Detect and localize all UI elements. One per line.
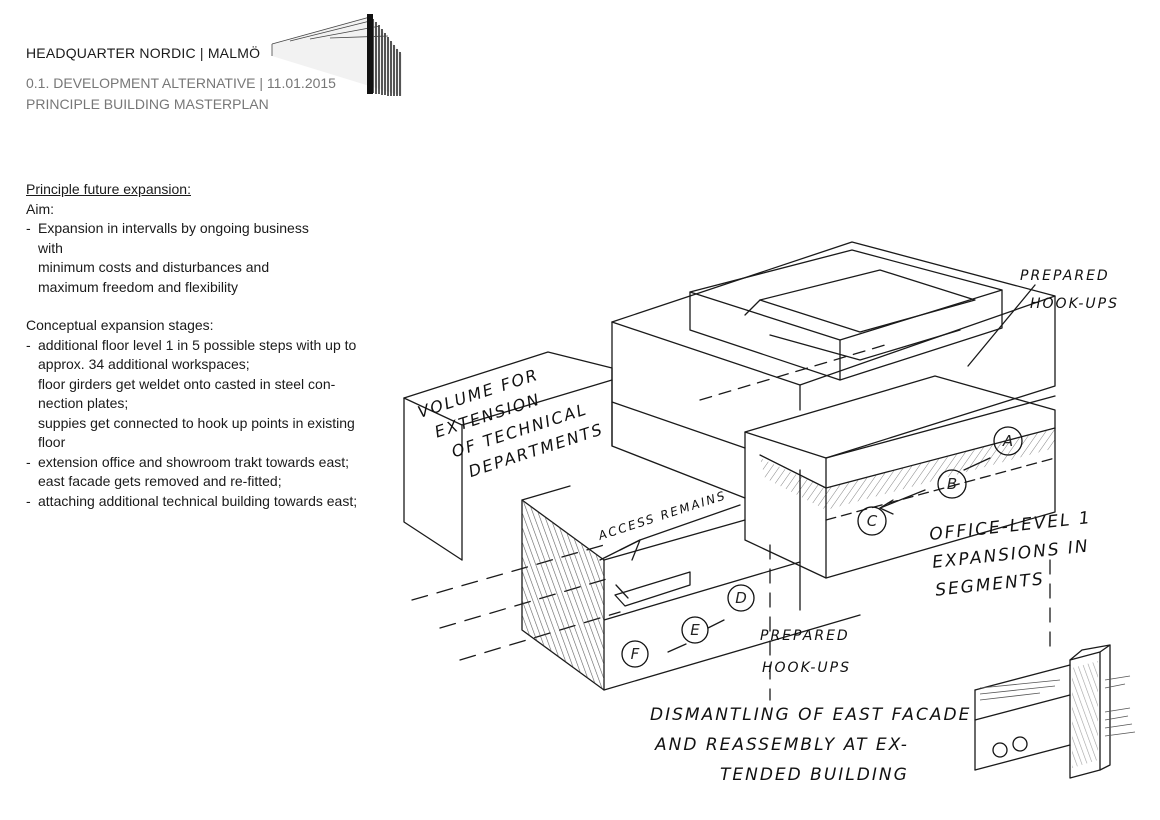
notes-heading: Principle future expansion: bbox=[26, 181, 191, 197]
stage-line: additional floor level 1 in 5 possible s… bbox=[26, 336, 406, 356]
segment-label: E bbox=[690, 621, 700, 639]
page-subtitle: 0.1. DEVELOPMENT ALTERNATIVE | 11.01.201… bbox=[26, 75, 336, 91]
stage-line: east facade gets removed and re-fitted; bbox=[38, 473, 282, 489]
dismantling-label: DISMANTLING OF EAST FACADE bbox=[650, 705, 971, 725]
page-subtitle-2: PRINCIPLE BUILDING MASTERPLAN bbox=[26, 96, 269, 112]
expansion-notes: Principle future expansion: Aim: Expansi… bbox=[26, 180, 406, 511]
stage-line: attaching additional technical building … bbox=[26, 492, 406, 512]
dismantling-label: TENDED BUILDING bbox=[720, 765, 909, 785]
segment-marker-f bbox=[621, 640, 649, 668]
office-label: SEGMENTS bbox=[934, 569, 1046, 600]
aim-line: Expansion in intervalls by ongoing busin… bbox=[26, 219, 406, 239]
segment-marker-e bbox=[681, 616, 709, 644]
stage-line: nection plates; bbox=[38, 395, 129, 411]
segment-marker-b bbox=[937, 469, 967, 499]
stages-label: Conceptual expansion stages: bbox=[26, 317, 214, 333]
segment-label: D bbox=[735, 589, 747, 607]
aim-label: Aim: bbox=[26, 200, 54, 217]
hookups-bottom-label: HOOK-UPS bbox=[762, 660, 851, 676]
header: HEADQUARTER NORDIC | MALMÖ 0.1. DEVELOPM… bbox=[26, 44, 336, 113]
aim-line: minimum costs and disturbances and bbox=[38, 259, 270, 275]
aim-line: with bbox=[38, 239, 63, 256]
stage-line: extension office and showroom trakt towa… bbox=[26, 453, 406, 473]
technical-volume-outline bbox=[403, 351, 613, 447]
stage-line: approx. 34 additional workspaces; bbox=[38, 356, 250, 372]
segment-marker-d bbox=[727, 584, 755, 612]
segment-label: B bbox=[947, 475, 957, 493]
segment-label: F bbox=[631, 645, 640, 663]
stage-line: suppies get connected to hook up points … bbox=[38, 414, 355, 431]
office-expansion-block bbox=[744, 375, 1056, 579]
segment-marker-a bbox=[993, 426, 1023, 456]
segment-label: C bbox=[867, 512, 878, 530]
hookups-top-label: HOOK-UPS bbox=[1030, 296, 1119, 312]
roof-structure-outline bbox=[689, 249, 1003, 341]
dismantling-label: AND REASSEMBLY AT EX- bbox=[654, 735, 909, 755]
logo-graphic bbox=[271, 14, 402, 96]
segment-marker-c bbox=[857, 506, 887, 536]
aim-line: maximum freedom and flexibility bbox=[38, 278, 238, 295]
hookups-bottom-label: PREPARED bbox=[760, 628, 850, 644]
segment-label: A bbox=[1002, 432, 1013, 450]
stage-line: floor girders get weldet onto casted in … bbox=[38, 375, 336, 392]
hookups-top-label: PREPARED bbox=[1020, 268, 1110, 284]
stage-line: floor bbox=[38, 434, 66, 450]
page-title: HEADQUARTER NORDIC | MALMÖ bbox=[26, 45, 261, 61]
